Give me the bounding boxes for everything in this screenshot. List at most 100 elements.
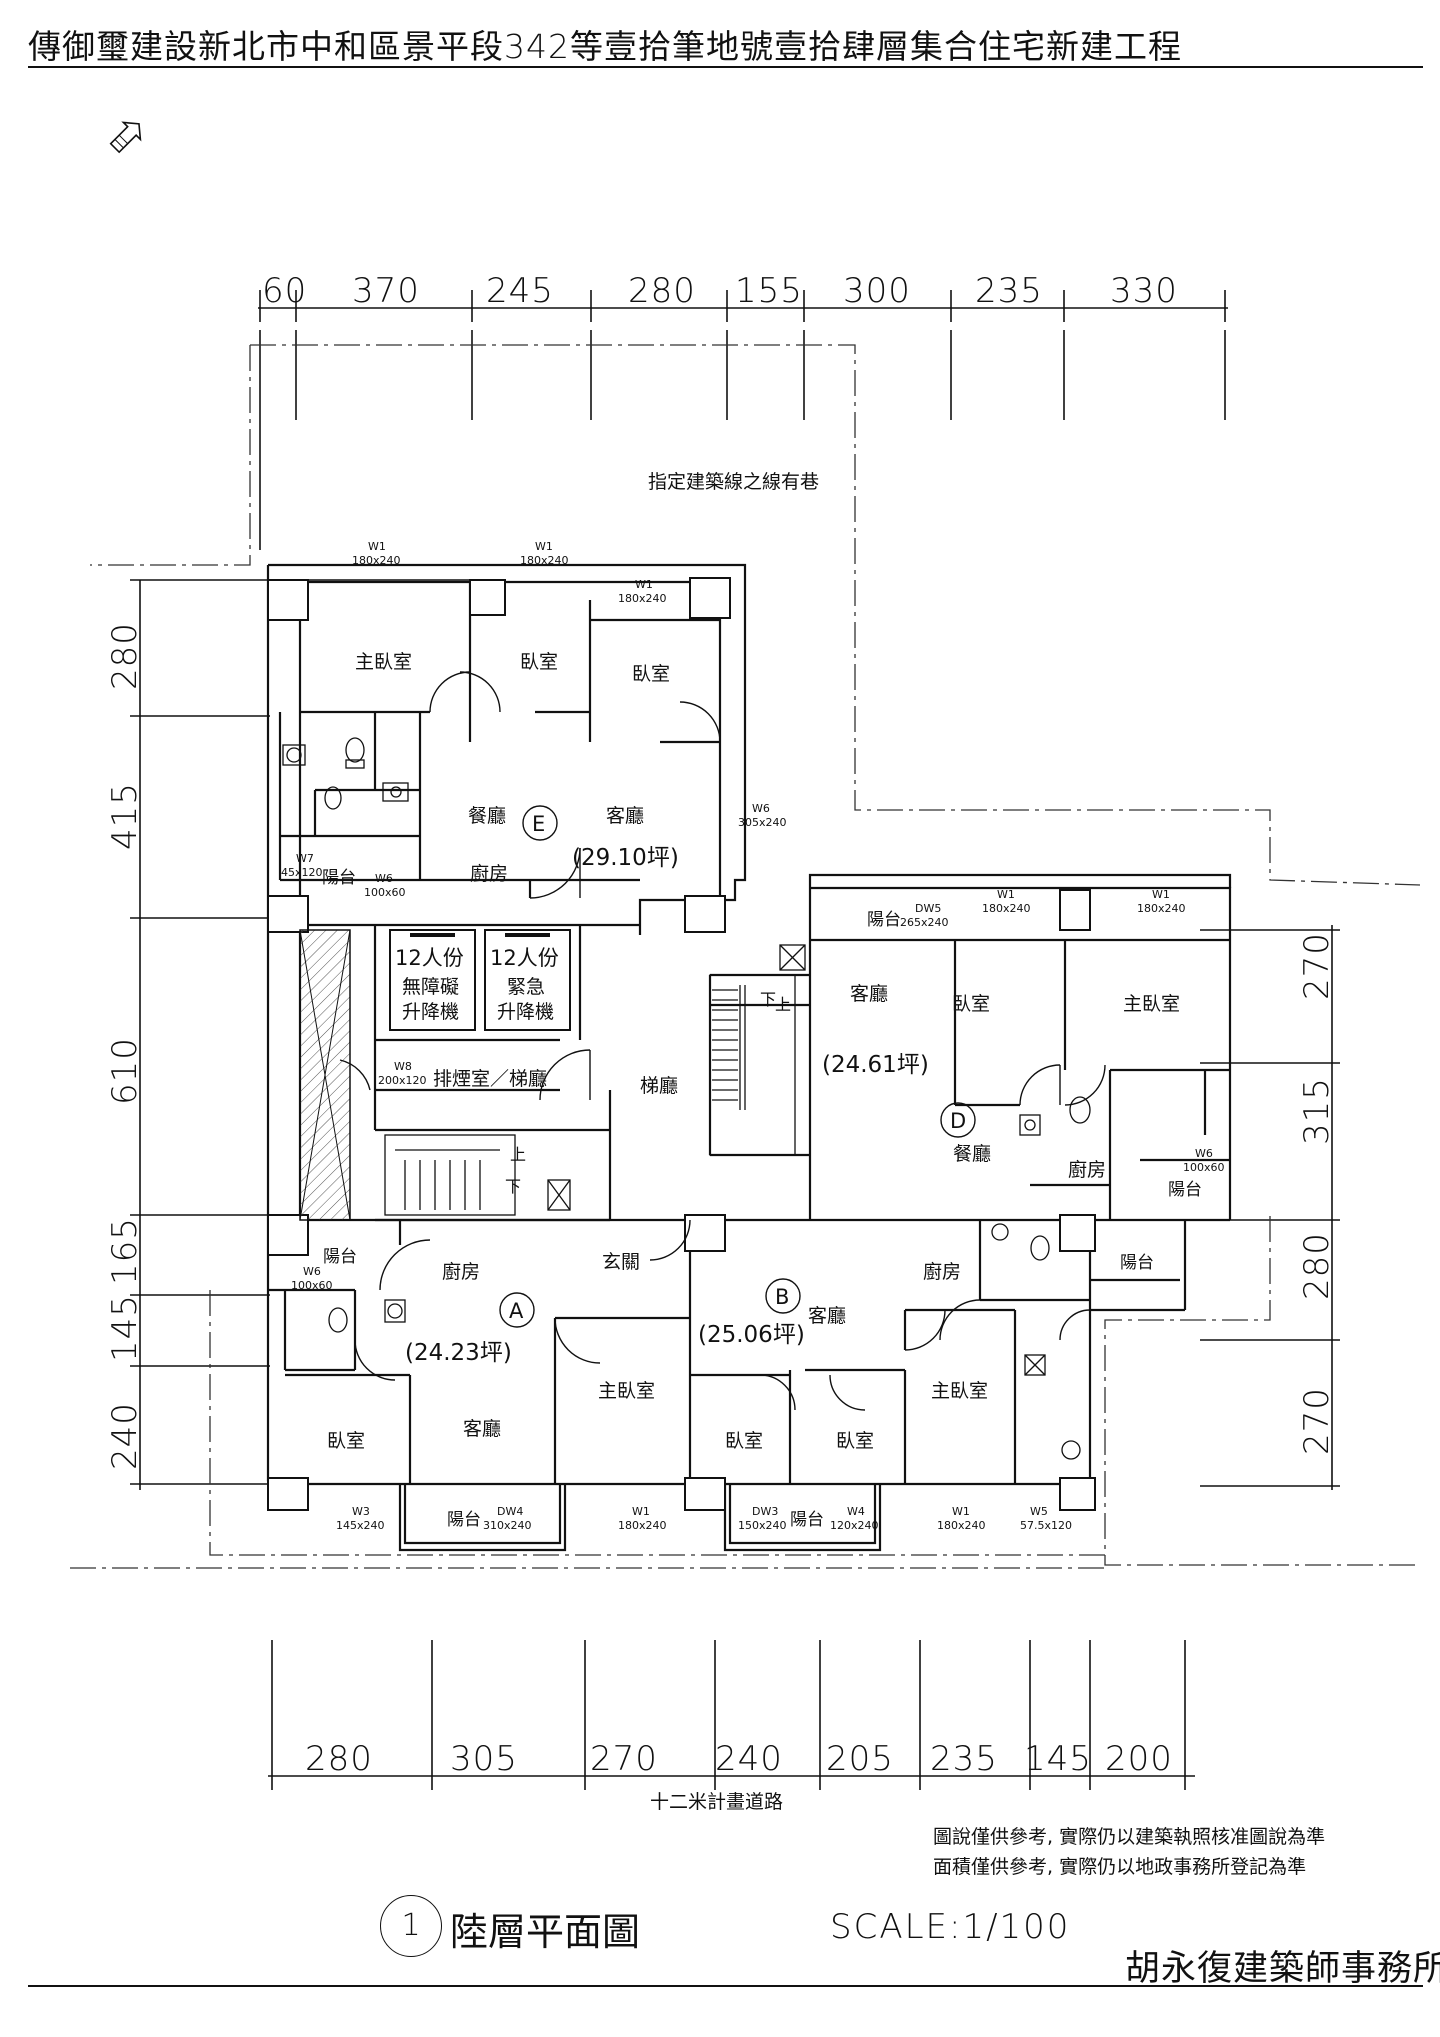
win-tag-w6a: W6	[375, 872, 393, 885]
room-a-bedroom: 臥室	[327, 1430, 365, 1452]
room-e-master: 主臥室	[355, 651, 412, 673]
site-boundary	[70, 344, 1421, 1569]
win-tag-w6d-size: 100x60	[1183, 1161, 1225, 1174]
elevator-right-type2: 升降機	[497, 1001, 554, 1023]
unit-b-name: B	[775, 1285, 789, 1309]
win-tag-1: W1	[368, 540, 386, 553]
win-tag-w6d: W6	[1195, 1147, 1213, 1160]
win-tag-3-size: 180x240	[618, 592, 667, 605]
win-tag-dw5: DW5	[915, 902, 941, 915]
dim-bottom-0: 280	[305, 1739, 373, 1779]
dim-top-6: 235	[975, 271, 1043, 311]
unit-a-marker: A (24.23坪)	[405, 1292, 535, 1366]
win-tag-dw3: DW3	[752, 1505, 778, 1518]
north-arrow-icon	[109, 121, 142, 154]
win-tag-d2-size: 180x240	[1137, 902, 1186, 915]
dim-top-4: 155	[735, 271, 803, 311]
win-tag-d1-size: 180x240	[982, 902, 1031, 915]
stair2-up-label: 上	[510, 1145, 526, 1164]
elevator-right: 12人份 緊急 升降機	[484, 929, 571, 1031]
unit-a-name: A	[509, 1299, 524, 1323]
plumbing-fixtures	[282, 737, 1091, 1460]
stair-core	[384, 974, 796, 1216]
room-d-master: 主臥室	[1123, 993, 1180, 1015]
win-tag-w8-size: 200x120	[378, 1074, 427, 1087]
room-a-balcony-bottom: 陽台	[447, 1510, 481, 1530]
entry-label: 玄關	[602, 1251, 640, 1273]
win-tag-w7: W7	[296, 852, 314, 865]
win-tag-dw5-size: 265x240	[900, 916, 949, 929]
header-rule	[28, 66, 1423, 68]
room-b-bedroom1: 臥室	[725, 1430, 763, 1452]
dim-bottom-5: 235	[930, 1739, 998, 1779]
note-line-2: 面積僅供參考, 實際仍以地政事務所登記為準	[933, 1856, 1307, 1878]
win-tag-w6e: W6	[303, 1265, 321, 1278]
room-a-balcony: 陽台	[323, 1247, 357, 1267]
win-tag-w3-size: 145x240	[336, 1519, 385, 1532]
dim-left-4: 145	[105, 1294, 145, 1362]
window-tags: W1 180x240 W1 180x240 W1 180x240 W6 305x…	[281, 540, 1225, 1532]
unit-e-marker: E (29.10坪)	[522, 805, 679, 871]
room-b-living: 客廳	[808, 1305, 846, 1327]
dim-bottom-2: 270	[590, 1739, 658, 1779]
elevator-right-type1: 緊急	[507, 976, 545, 998]
room-b-balcony-side: 陽台	[1120, 1253, 1154, 1273]
unit-e-area: (29.10坪)	[572, 845, 679, 871]
win-tag-w7-size: 45x120	[281, 866, 323, 879]
dim-bottom-6: 145	[1024, 1739, 1092, 1779]
door-swings	[339, 671, 1106, 1411]
win-tag-w5: W5	[1030, 1505, 1048, 1518]
room-b-balcony-bottom: 陽台	[790, 1510, 824, 1530]
architect-office: 胡永復建築師事務所	[1125, 1949, 1440, 1989]
dim-bottom-4: 205	[826, 1739, 894, 1779]
project-title: 傳御璽建設新北市中和區景平段342等壹拾筆地號壹拾肆層集合住宅新建工程	[28, 27, 1182, 66]
room-e-bedroom1: 臥室	[520, 651, 558, 673]
win-tag-b1-size: 180x240	[937, 1519, 986, 1532]
unit-b-marker: B (25.06坪)	[698, 1278, 805, 1348]
dim-top-5: 300	[843, 271, 911, 311]
unit-d-marker: D (24.61坪)	[822, 1052, 976, 1138]
drawing-scale: SCALE:1/100	[830, 1907, 1071, 1947]
unit-a-area: (24.23坪)	[405, 1340, 512, 1366]
dim-top-1: 370	[352, 271, 420, 311]
room-b-kitchen: 廚房	[923, 1260, 961, 1283]
win-tag-d1: W1	[997, 888, 1015, 901]
drawing-number: 1	[380, 1895, 442, 1957]
win-tag-dw3-size: 150x240	[738, 1519, 787, 1532]
stair-down-label: 下	[760, 990, 776, 1009]
unit-d-name: D	[950, 1109, 966, 1133]
win-tag-w6a-size: 100x60	[364, 886, 406, 899]
room-e-dining: 餐廳	[468, 805, 506, 827]
dim-right-0: 270	[1297, 932, 1337, 1000]
win-tag-d2: W1	[1152, 888, 1170, 901]
dim-left-2: 610	[105, 1037, 145, 1105]
win-tag-w6b-size: 305x240	[738, 816, 787, 829]
road-label: 十二米計畫道路	[650, 1791, 783, 1813]
unit-e-name: E	[532, 812, 545, 836]
dim-left-3: 165	[105, 1217, 145, 1285]
structural-columns	[267, 577, 1096, 1511]
room-d-balcony-top: 陽台	[867, 910, 901, 930]
win-tag-a1: W1	[632, 1505, 650, 1518]
win-tag-w3: W3	[352, 1505, 370, 1518]
room-d-dining: 餐廳	[953, 1143, 991, 1165]
room-d-balcony: 陽台	[1168, 1180, 1202, 1200]
win-tag-dw4: DW4	[497, 1505, 523, 1518]
dim-bottom-1: 305	[450, 1739, 518, 1779]
elevator-left-type2: 升降機	[402, 1001, 459, 1023]
dim-bottom-7: 200	[1105, 1739, 1173, 1779]
room-e-kitchen: 廚房	[470, 862, 508, 885]
smoke-room-label: 排煙室／梯廳	[433, 1068, 547, 1090]
dim-right-2: 280	[1297, 1232, 1337, 1300]
room-e-balcony: 陽台	[322, 868, 356, 888]
room-a-kitchen: 廚房	[442, 1260, 480, 1283]
room-a-living: 客廳	[463, 1418, 501, 1440]
lane-label: 指定建築線之線有巷	[648, 471, 819, 493]
stair-up-label: 上	[775, 995, 791, 1014]
win-tag-dw4-size: 310x240	[483, 1519, 532, 1532]
lobby-label: 梯廳	[640, 1075, 678, 1097]
room-e-living: 客廳	[606, 805, 644, 827]
room-e-bedroom2: 臥室	[632, 663, 670, 685]
stair2-down-label: 下	[505, 1177, 521, 1196]
